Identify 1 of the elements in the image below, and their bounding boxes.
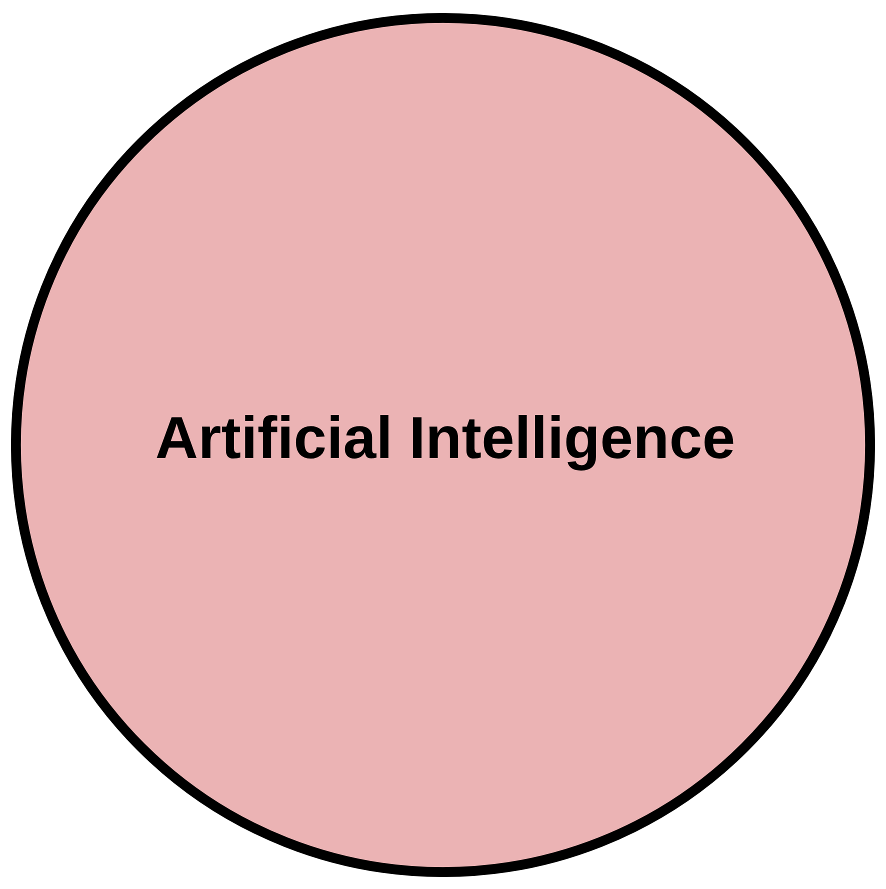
node-circle: Artificial Intelligence [10, 12, 876, 877]
